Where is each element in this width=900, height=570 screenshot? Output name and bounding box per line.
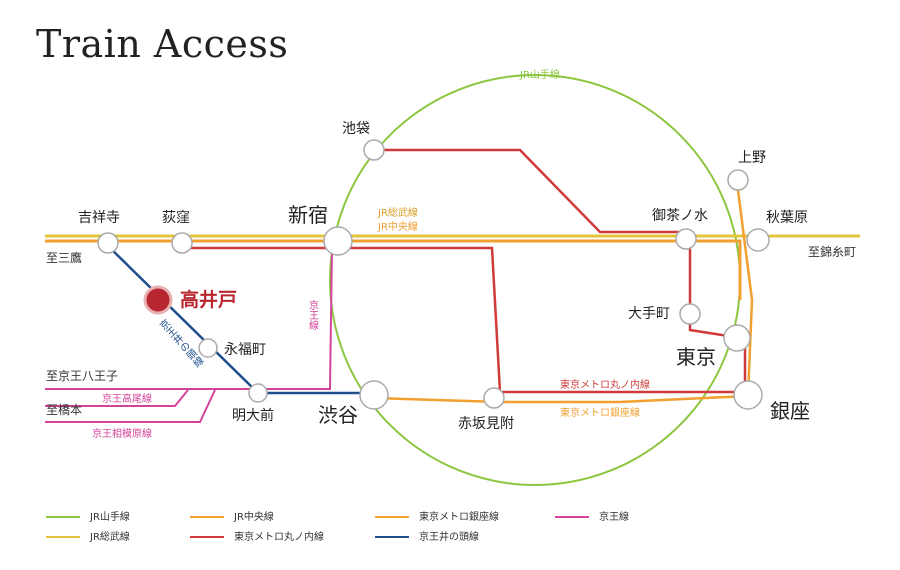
station-meidaimae[interactable] [248, 383, 268, 403]
yamanote-line [329, 74, 741, 486]
legend-label-marunouchi: 東京メトロ丸ノ内線 [234, 530, 324, 543]
station-otemachi[interactable] [679, 303, 701, 325]
label-tokyo: 東京 [676, 345, 716, 369]
keio-line [45, 247, 333, 390]
label-otemachi: 大手町 [628, 306, 670, 322]
label-shinjuku: 新宿 [288, 203, 328, 227]
legend-label-ginza: 東京メトロ銀座線 [419, 510, 499, 523]
station-akasakamitsuke[interactable] [483, 387, 505, 409]
map-title: Train Access [36, 22, 289, 66]
station-ochanomizu[interactable] [675, 228, 697, 250]
ginza-line-label: 東京メトロ銀座線 [560, 406, 640, 419]
takao-line-label: 京王高尾線 [102, 392, 152, 405]
ginza-line [374, 189, 754, 404]
station-ikebukuro[interactable] [363, 139, 385, 161]
sagamihara-line-label: 京王相模原線 [92, 427, 152, 440]
label-kichijoji: 吉祥寺 [78, 210, 120, 226]
sobu-line-label: JR総武線 [377, 206, 418, 219]
sagamihara-line [45, 389, 216, 423]
station-shibuya[interactable] [359, 380, 389, 410]
label-meidaimae: 明大前 [232, 407, 274, 424]
label-takaido: 高井戸 [180, 288, 237, 311]
label-akihabara: 秋葉原 [766, 210, 808, 226]
chuo-line-label: JR中央線 [377, 220, 418, 233]
dest-kinshicho: 至錦糸町 [808, 244, 856, 259]
label-ikebukuro: 池袋 [342, 121, 370, 137]
station-tokyo[interactable] [723, 324, 751, 352]
station-eifukucho[interactable] [198, 338, 218, 358]
station-ginza[interactable] [733, 380, 763, 410]
label-eifukucho: 永福町 [224, 342, 266, 358]
keio-line-label: 京王線 [307, 299, 319, 330]
legend-label-sobu: JR総武線 [89, 530, 130, 543]
station-kichijoji[interactable] [97, 232, 119, 254]
legend-label-chuo: JR中央線 [233, 510, 274, 523]
label-ogikubo: 荻窪 [162, 209, 190, 226]
yamanote-line-label: JR山手線 [519, 68, 560, 81]
dest-keiohachioji: 至京王八王子 [46, 369, 118, 383]
station-ueno[interactable] [727, 169, 749, 191]
dest-hashimoto: 至橋本 [46, 403, 82, 417]
station-akihabara[interactable] [746, 228, 770, 252]
label-akasakamitsuke: 赤坂見附 [458, 416, 514, 432]
label-ginza: 銀座 [770, 399, 810, 423]
label-shibuya: 渋谷 [318, 403, 358, 427]
legend: JR山手線 JR中央線 東京メトロ銀座線 京王線 JR総武線 東京メトロ丸ノ内線… [46, 510, 629, 543]
station-shinjuku[interactable] [323, 226, 353, 256]
legend-label-keio: 京王線 [599, 510, 629, 523]
station-takaido[interactable] [143, 285, 173, 315]
label-ochanomizu: 御茶ノ水 [652, 208, 708, 224]
marunouchi-line-label: 東京メトロ丸ノ内線 [560, 378, 650, 391]
inokashira-line-label: 京王井の頭線 [155, 317, 205, 371]
takao-line [45, 389, 189, 407]
label-ueno: 上野 [738, 150, 766, 166]
dest-mitaka: 至三鷹 [46, 250, 82, 265]
station-ogikubo[interactable] [171, 232, 193, 254]
legend-label-yamanote: JR山手線 [89, 510, 130, 523]
legend-label-inokashira: 京王井の頭線 [419, 530, 479, 543]
